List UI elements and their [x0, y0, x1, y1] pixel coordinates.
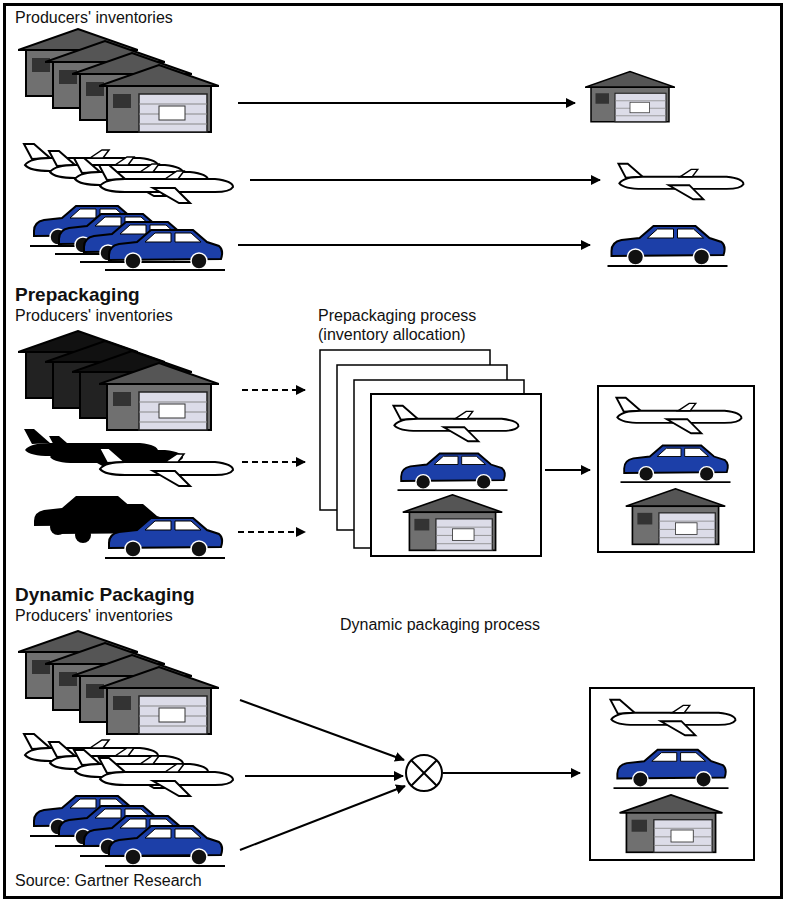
section-heading: Dynamic Packaging — [15, 584, 195, 606]
process-label: Dynamic packaging process — [340, 615, 540, 634]
inventory-label: Producers' inventories — [15, 8, 173, 27]
inventory-label: Producers' inventories — [15, 606, 173, 625]
process-label: Prepackaging process (inventory allocati… — [318, 306, 543, 344]
source-note: Source: Gartner Research — [15, 871, 202, 890]
inventory-label: Producers' inventories — [15, 306, 173, 325]
section-heading: Prepackaging — [15, 284, 140, 306]
